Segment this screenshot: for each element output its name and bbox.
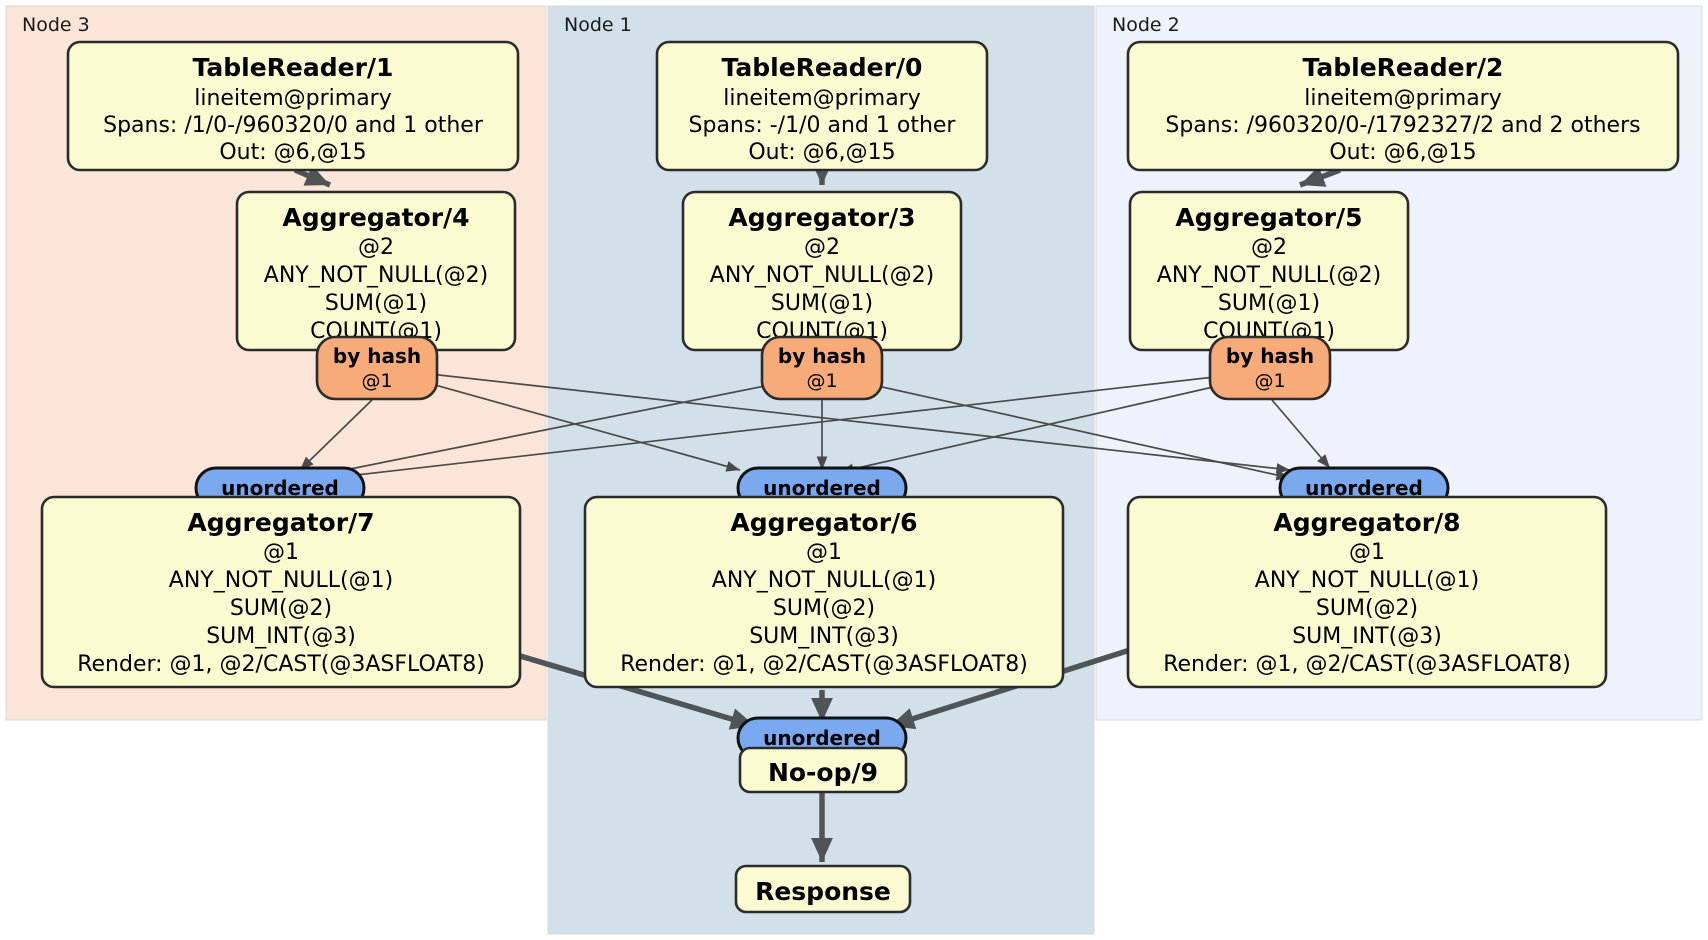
aggregator-7-line-0: @1 [263, 540, 299, 565]
aggregator-3-title: Aggregator/3 [728, 203, 915, 232]
node-no-op-9[interactable]: No-op/9 [738, 746, 908, 794]
table-reader-2-line-1: Spans: /960320/0-/1792327/2 and 2 others [1165, 113, 1640, 138]
aggregator-4-line-2: SUM(@1) [325, 291, 427, 316]
edges-hash-to-unordered [299, 371, 1331, 482]
aggregator-6-line-2: SUM(@2) [773, 596, 875, 621]
aggregator-6-line-3: SUM_INT(@3) [749, 624, 899, 649]
node-table-reader-2[interactable]: TableReader/2 lineitem@primary Spans: /9… [1126, 40, 1680, 172]
edge-hashL-unorderedR [411, 371, 1291, 474]
aggregator-3-line-1: ANY_NOT_NULL(@2) [710, 263, 934, 288]
aggregator-6-line-1: ANY_NOT_NULL(@1) [712, 568, 936, 593]
aggregator-5-line-0: @2 [1251, 235, 1287, 260]
aggregator-7-line-1: ANY_NOT_NULL(@1) [169, 568, 393, 593]
table-reader-2-line-0: lineitem@primary [1304, 86, 1502, 111]
aggregator-7-line-4: Render: @1, @2/CAST(@3ASFLOAT8) [77, 652, 485, 677]
table-reader-2-title: TableReader/2 [1303, 53, 1504, 82]
badge-by-hash-left-label: by hash [333, 344, 421, 368]
panel-label-node-1: Node 1 [564, 14, 632, 36]
aggregator-5-line-1: ANY_NOT_NULL(@2) [1157, 263, 1381, 288]
aggregator-8-line-0: @1 [1349, 540, 1385, 565]
node-response[interactable]: Response [734, 864, 912, 914]
edge-hashR-unorderedL [329, 374, 1233, 482]
panel-label-node-2: Node 2 [1112, 14, 1180, 36]
node-aggregator-6[interactable]: Aggregator/6 @1 ANY_NOT_NULL(@1) SUM(@2)… [583, 495, 1065, 689]
aggregator-4-line-1: ANY_NOT_NULL(@2) [264, 263, 488, 288]
table-reader-0-title: TableReader/0 [722, 53, 923, 82]
panel-label-node-3: Node 3 [22, 14, 90, 36]
table-reader-0-line-2: Out: @6,@15 [748, 140, 895, 165]
badge-by-hash-right-label: by hash [1226, 344, 1314, 368]
aggregator-5-title: Aggregator/5 [1175, 203, 1362, 232]
edge-hashL-unorderedL [299, 399, 373, 471]
edges-reader-to-aggregator [293, 160, 1341, 188]
aggregator-6-line-0: @1 [806, 540, 842, 565]
aggregator-7-title: Aggregator/7 [187, 508, 374, 537]
badge-by-hash-left[interactable]: by hash @1 [315, 335, 439, 401]
table-reader-1-title: TableReader/1 [193, 53, 394, 82]
table-reader-1-line-0: lineitem@primary [194, 86, 392, 111]
aggregator-6-line-4: Render: @1, @2/CAST(@3ASFLOAT8) [620, 652, 1028, 677]
edge-hashR-unorderedM [839, 381, 1236, 475]
node-aggregator-3[interactable]: Aggregator/3 @2 ANY_NOT_NULL(@2) SUM(@1)… [681, 190, 963, 352]
aggregator-3-line-2: SUM(@1) [771, 291, 873, 316]
response-title: Response [755, 877, 891, 906]
table-reader-0-line-1: Spans: -/1/0 and 1 other [689, 113, 957, 138]
table-reader-0-line-0: lineitem@primary [723, 86, 921, 111]
aggregator-8-line-2: SUM(@2) [1316, 596, 1418, 621]
badge-by-hash-right[interactable]: by hash @1 [1208, 335, 1332, 401]
edge-reader1-agg4 [293, 165, 332, 188]
node-table-reader-0[interactable]: TableReader/0 lineitem@primary Spans: -/… [655, 40, 989, 172]
edge-reader2-agg5 [1299, 166, 1341, 188]
aggregator-8-line-1: ANY_NOT_NULL(@1) [1255, 568, 1479, 593]
node-aggregator-5[interactable]: Aggregator/5 @2 ANY_NOT_NULL(@2) SUM(@1)… [1128, 190, 1410, 352]
aggregator-5-line-2: SUM(@1) [1218, 291, 1320, 316]
badge-by-hash-right-sub: @1 [1254, 370, 1285, 392]
node-aggregator-8[interactable]: Aggregator/8 @1 ANY_NOT_NULL(@1) SUM(@2)… [1126, 495, 1608, 689]
table-reader-1-line-2: Out: @6,@15 [219, 140, 366, 165]
no-op-9-title: No-op/9 [768, 758, 878, 787]
aggregator-8-line-4: Render: @1, @2/CAST(@3ASFLOAT8) [1163, 652, 1571, 677]
badge-unordered-final-label: unordered [763, 726, 881, 750]
aggregator-7-line-3: SUM_INT(@3) [206, 624, 356, 649]
aggregator-3-line-0: @2 [804, 235, 840, 260]
aggregator-6-title: Aggregator/6 [730, 508, 917, 537]
aggregator-8-title: Aggregator/8 [1273, 508, 1460, 537]
edge-hashR-unorderedR [1271, 399, 1331, 469]
node-aggregator-7[interactable]: Aggregator/7 @1 ANY_NOT_NULL(@1) SUM(@2)… [40, 495, 522, 689]
badge-by-hash-mid[interactable]: by hash @1 [760, 335, 884, 401]
aggregator-7-line-2: SUM(@2) [230, 596, 332, 621]
badge-by-hash-left-sub: @1 [361, 370, 392, 392]
aggregator-4-title: Aggregator/4 [282, 203, 469, 232]
edge-hashM-unorderedL [319, 381, 786, 478]
node-table-reader-1[interactable]: TableReader/1 lineitem@primary Spans: /1… [66, 40, 520, 172]
badge-by-hash-mid-sub: @1 [806, 370, 837, 392]
table-reader-1-line-1: Spans: /1/0-/960320/0 and 1 other [103, 113, 484, 138]
badge-by-hash-mid-label: by hash [778, 344, 866, 368]
node-aggregator-4[interactable]: Aggregator/4 @2 ANY_NOT_NULL(@2) SUM(@1)… [235, 190, 517, 352]
table-reader-2-line-2: Out: @6,@15 [1329, 140, 1476, 165]
aggregator-4-line-0: @2 [358, 235, 394, 260]
edge-hashM-unorderedR [859, 381, 1291, 481]
aggregator-8-line-3: SUM_INT(@3) [1292, 624, 1442, 649]
